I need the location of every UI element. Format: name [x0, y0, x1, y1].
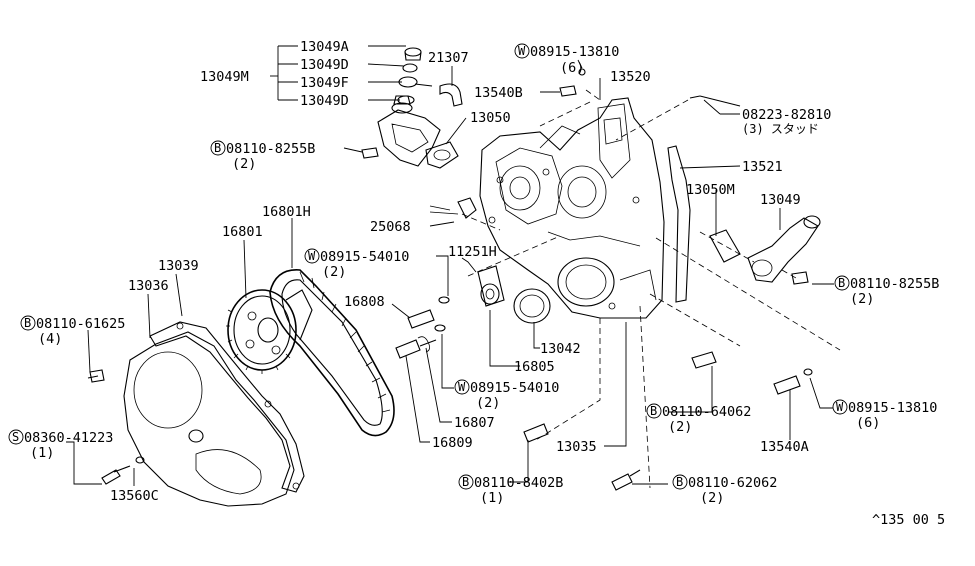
water-outlet-assembly [377, 47, 463, 169]
bolt-prefix-61625: B [24, 316, 31, 330]
washer-symbol-w-bot [454, 379, 470, 395]
label-16801: 16801 [222, 224, 263, 240]
label-13050: 13050 [470, 110, 511, 126]
label-w-08915-54010-top: 08915-54010 [320, 249, 409, 265]
bolt-prefix-62062: B [676, 475, 683, 489]
qty-b-08110-8402B: (1) [480, 490, 504, 506]
label-13560C: 13560C [110, 488, 159, 504]
label-13035: 13035 [556, 439, 597, 455]
qty-s-08360-41223: (1) [30, 445, 54, 461]
label-13049M: 13049M [200, 69, 249, 85]
label-b-08110-64062: 08110-64062 [662, 404, 751, 420]
washer-prefix-13810-bot: W [836, 400, 844, 414]
bolt-symbol-b-left [210, 140, 226, 156]
leader-lines [66, 45, 834, 486]
label-21307: 21307 [428, 50, 469, 66]
label-13049D-top: 13049D [300, 57, 349, 73]
bolt-symbol-b-62062 [672, 474, 688, 490]
qty-w-08915-54010-top: (2) [322, 264, 346, 280]
washer-prefix-bot: W [458, 380, 466, 394]
tension-spring [395, 309, 437, 359]
label-16809: 16809 [432, 435, 473, 451]
bolt-symbol-b-8402B [458, 474, 474, 490]
label-w-08915-13810-top: 08915-13810 [530, 44, 619, 60]
label-13520: 13520 [610, 69, 651, 85]
label-13049D-bottom: 13049D [300, 93, 349, 109]
qty-08223-82810: (3) スタッド [742, 122, 819, 136]
callout-labels: 13049A 13049D 13049F 13049D 13049M 21307… [8, 39, 945, 528]
bolt-symbol-b-right [834, 275, 850, 291]
gasket-13521 [667, 145, 691, 303]
qty-b-08110-8255B-left: (2) [232, 156, 256, 172]
label-13036: 13036 [128, 278, 169, 294]
sprocket-16801 [226, 289, 313, 374]
label-13042: 13042 [540, 341, 581, 357]
bolt-prefix-right: B [838, 276, 845, 290]
footer-code: ^135 00 5 [872, 512, 945, 528]
tensioner-16805 [477, 265, 505, 307]
sensor-25068 [429, 197, 477, 219]
washer-symbol-w-13810-bot [832, 399, 848, 415]
label-b-08110-8255B-right: 08110-8255B [850, 276, 939, 292]
qty-b-08110-8255B-right: (2) [850, 291, 874, 307]
label-13540A: 13540A [760, 439, 809, 455]
label-13540B: 13540B [474, 85, 523, 101]
small-bolts [87, 68, 813, 491]
label-13039: 13039 [158, 258, 199, 274]
bolt-symbol-b-61625 [20, 315, 36, 331]
cover-13036 [123, 331, 295, 507]
label-16805: 16805 [514, 359, 555, 375]
label-b-08110-8255B-left: 08110-8255B [226, 141, 315, 157]
oil-seal-13042 [513, 288, 551, 324]
label-w-08915-13810-bot: 08915-13810 [848, 400, 937, 416]
bolt-prefix-left: B [214, 141, 221, 155]
label-13049: 13049 [760, 192, 801, 208]
label-b-08110-62062: 08110-62062 [688, 475, 777, 491]
label-25068: 25068 [370, 219, 411, 235]
qty-b-08110-61625: (4) [38, 331, 62, 347]
gasket-13039 [149, 321, 305, 493]
screw-symbol-s [8, 429, 24, 445]
timing-belt-16801H [269, 269, 395, 437]
label-13049F: 13049F [300, 75, 349, 91]
label-16807: 16807 [454, 415, 495, 431]
label-w-08915-54010-bot: 08915-54010 [470, 380, 559, 396]
washer-prefix-top: W [518, 44, 526, 58]
bolt-prefix-8402B: B [462, 475, 469, 489]
label-13050M: 13050M [686, 182, 735, 198]
bolt-symbol-b-64062 [646, 403, 662, 419]
washer-symbol-w-top [514, 43, 530, 59]
screw-prefix: S [12, 430, 19, 444]
qty-b-08110-62062: (2) [700, 490, 724, 506]
qty-w-08915-54010-bot: (2) [476, 395, 500, 411]
washer-prefix-mid: W [308, 249, 316, 263]
label-b-08110-8402B: 08110-8402B [474, 475, 563, 491]
label-s-08360-41223: 08360-41223 [24, 430, 113, 446]
label-16801H: 16801H [262, 204, 311, 220]
alignment-lines [461, 89, 841, 489]
label-13521: 13521 [742, 159, 783, 175]
front-cover [479, 97, 665, 319]
label-13049A: 13049A [300, 39, 349, 55]
label-08223-82810: 08223-82810 [742, 107, 831, 123]
bolt-prefix-64062: B [650, 404, 657, 418]
qty-b-08110-64062: (2) [668, 419, 692, 435]
label-b-08110-61625: 08110-61625 [36, 316, 125, 332]
label-11251H: 11251H [448, 244, 497, 260]
qty-w-08915-13810-bot: (6) [856, 415, 880, 431]
qty-w-08915-13810-top: (6) [560, 60, 584, 76]
label-16808: 16808 [344, 294, 385, 310]
washer-symbol-w-mid [304, 248, 320, 264]
